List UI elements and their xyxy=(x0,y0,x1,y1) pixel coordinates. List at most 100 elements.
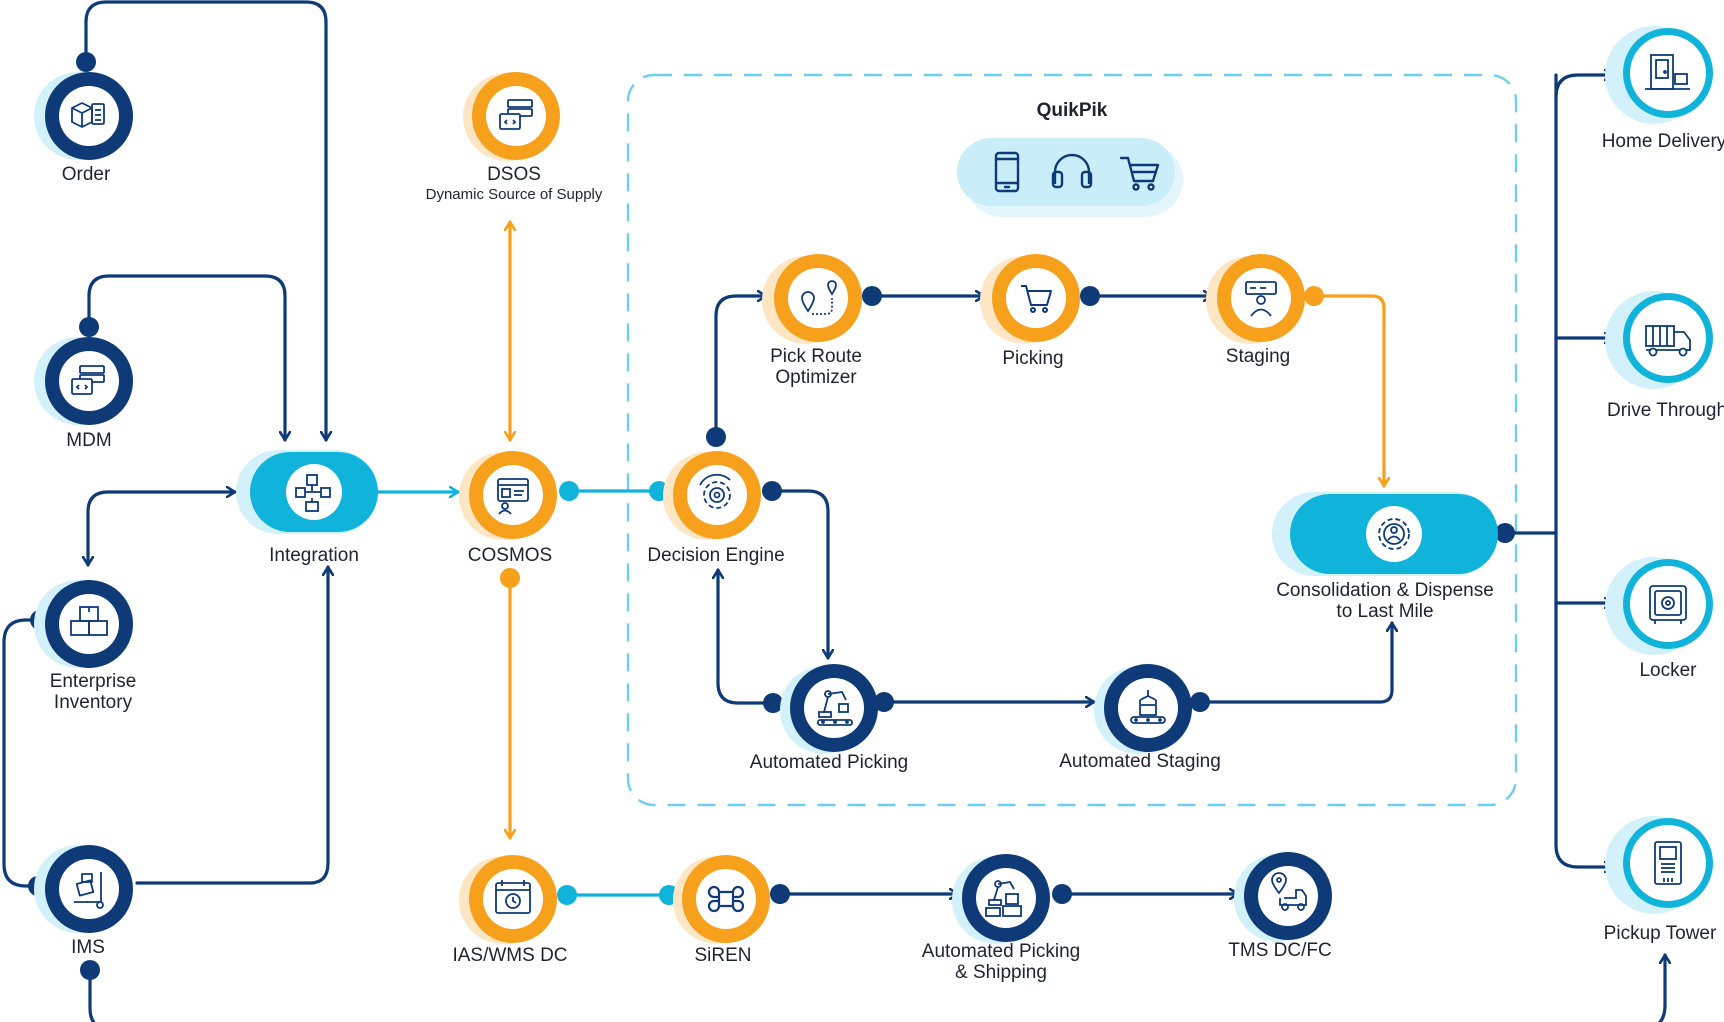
node-ias-wms-dc[interactable] xyxy=(459,855,557,944)
port-dot xyxy=(1304,286,1324,306)
label-line: TMS DC/FC xyxy=(1228,940,1332,961)
node-siren[interactable] xyxy=(673,855,770,944)
node-pickup-tower[interactable] xyxy=(1605,816,1713,914)
port-dot xyxy=(79,317,99,337)
node-label-automated-staging: Automated Staging xyxy=(1059,751,1221,772)
node-automated-picking[interactable] xyxy=(780,664,878,754)
node-label-staging: Staging xyxy=(1226,346,1290,367)
port-dot xyxy=(1052,884,1072,904)
node-label-cosmos: COSMOS xyxy=(468,545,552,566)
staging-worker-icon xyxy=(1245,281,1277,317)
node-automated-picking-shipping[interactable] xyxy=(952,854,1050,944)
node-label-picking: Picking xyxy=(1002,348,1063,369)
node-label-drive-through: Drive Through xyxy=(1607,400,1724,421)
port-dot xyxy=(1190,692,1210,712)
node-order[interactable] xyxy=(34,72,133,160)
node-integration[interactable] xyxy=(236,450,378,534)
label-line: Inventory xyxy=(53,692,133,713)
node-locker[interactable] xyxy=(1605,557,1713,655)
house-door-icon xyxy=(1645,54,1690,90)
node-staging[interactable] xyxy=(1206,254,1305,344)
label-line: Home Delivery xyxy=(1601,131,1724,152)
node-label-order: Order xyxy=(62,164,111,185)
robot-arm-boxes-icon xyxy=(985,880,1022,917)
hand-truck-icon xyxy=(74,872,104,909)
conveyor-icon xyxy=(1130,690,1166,724)
port-dot xyxy=(1495,523,1515,543)
label-line: Enterprise xyxy=(49,671,137,692)
command-key-icon xyxy=(707,885,745,913)
node-picking[interactable] xyxy=(980,254,1080,344)
label-line: Automated Picking xyxy=(921,941,1081,962)
quikpik-group-title: QuikPik xyxy=(1037,100,1108,121)
server-code-icon xyxy=(499,99,533,130)
node-label-ims: IMS xyxy=(71,937,105,958)
gear-person-icon xyxy=(1378,518,1410,550)
connectors xyxy=(2,0,1665,1022)
route-pin-icon xyxy=(801,280,837,315)
dashboard-user-icon xyxy=(497,478,529,515)
node-label-mdm: MDM xyxy=(66,430,111,451)
label-line: Staging xyxy=(1225,346,1291,367)
port-dot xyxy=(76,52,96,72)
label-line: Consolidation & Dispense xyxy=(1276,580,1494,601)
truck-pin-icon xyxy=(1271,872,1307,911)
node-cosmos[interactable] xyxy=(459,451,557,540)
label-line: Decision Engine xyxy=(647,545,785,566)
port-dot xyxy=(706,427,726,447)
package-checklist-icon xyxy=(71,102,105,128)
robot-arm-icon xyxy=(817,690,853,726)
quikpik-device-pill xyxy=(957,138,1183,217)
node-pick-route-optimizer[interactable] xyxy=(762,254,862,344)
node-label-dsos: DSOS Dynamic Source of Supply xyxy=(426,164,603,204)
port-dot xyxy=(770,884,790,904)
label-line: Locker xyxy=(1639,660,1697,681)
label-line: Pick Route xyxy=(770,346,862,367)
node-decision-engine[interactable] xyxy=(663,451,761,540)
node-label-siren: SiREN xyxy=(694,945,751,966)
node-label-pickup-tower: Pickup Tower xyxy=(1604,923,1717,944)
node-label-automated-picking-shipping: Automated Picking & Shipping xyxy=(922,941,1080,983)
label-line: to Last Mile xyxy=(1336,601,1434,622)
truck-icon xyxy=(1645,325,1691,357)
node-automated-staging[interactable] xyxy=(1094,664,1192,754)
port-dot xyxy=(557,885,577,905)
port-dot xyxy=(763,693,783,713)
node-label-enterprise-inventory: Enterprise Inventory xyxy=(50,671,137,713)
port-dot xyxy=(874,692,894,712)
node-dsos[interactable] xyxy=(463,72,560,161)
port-dot xyxy=(1080,286,1100,306)
label-line: Automated Staging xyxy=(1059,751,1221,772)
label-line: Automated Picking xyxy=(749,752,909,773)
gear-cycle-icon xyxy=(699,473,731,509)
boxes-icon xyxy=(70,606,108,636)
node-consolidation[interactable] xyxy=(1272,492,1498,576)
server-code-icon xyxy=(71,365,105,395)
port-dot xyxy=(80,960,100,980)
node-home-delivery[interactable] xyxy=(1605,26,1713,124)
node-label-tms-dc-fc: TMS DC/FC xyxy=(1228,940,1331,961)
label-line: Pickup Tower xyxy=(1603,923,1717,944)
node-tms-dc-fc[interactable] xyxy=(1234,852,1332,942)
label-line: SiREN xyxy=(694,945,752,966)
node-enterprise-inventory[interactable] xyxy=(34,580,133,668)
calendar-clock-icon xyxy=(495,880,531,914)
cart-icon xyxy=(1021,285,1052,313)
label-line: Optimizer xyxy=(775,367,857,388)
label-subtitle: Dynamic Source of Supply xyxy=(425,186,603,203)
label-line: & Shipping xyxy=(955,962,1047,983)
label-line: COSMOS xyxy=(467,545,553,566)
label-line: Drive Through xyxy=(1606,400,1724,421)
node-label-home-delivery: Home Delivery xyxy=(1602,131,1724,152)
label-line: Integration xyxy=(269,545,359,566)
node-drive-through[interactable] xyxy=(1605,291,1713,389)
label-line: IMS xyxy=(71,937,105,958)
node-ims[interactable] xyxy=(34,845,133,933)
node-label-consolidation: Consolidation & Dispense to Last Mile xyxy=(1276,580,1494,622)
label-line: Picking xyxy=(1002,348,1064,369)
node-mdm[interactable] xyxy=(34,337,133,425)
node-label-ias-wms-dc: IAS/WMS DC xyxy=(452,945,567,966)
port-dot xyxy=(862,286,882,306)
cart-icon xyxy=(1119,156,1160,191)
